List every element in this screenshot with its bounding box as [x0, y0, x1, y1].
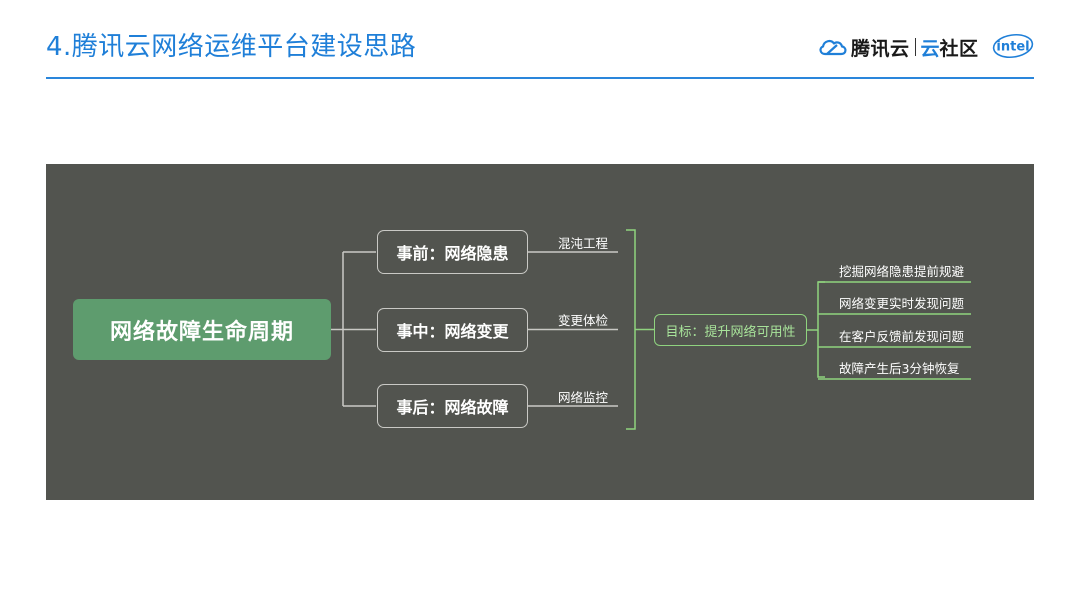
brand-cloud-mark: 云: [920, 37, 940, 60]
outcome-item-3: 在客户反馈前发现问题: [839, 329, 965, 344]
stage-node-before: 事前：网络隐患: [377, 230, 528, 274]
lifecycle-diagram: 网络故障生命周期 事前：网络隐患 事中：网络变更 事后：网络故障 混沌工程 变更…: [46, 164, 1034, 500]
root-node: 网络故障生命周期: [73, 299, 331, 360]
intel-logo-text: intel: [996, 40, 1029, 55]
tencent-cloud-community-logo: 腾讯云 云 社区: [818, 32, 979, 62]
header-divider: [46, 77, 1034, 79]
page-title: 4.腾讯云网络运维平台建设思路: [46, 32, 417, 62]
goal-node: 目标：提升网络可用性: [654, 314, 807, 346]
outcomes-bracket: [817, 281, 825, 378]
outcome-item-2: 网络变更实时发现问题: [839, 296, 965, 311]
stage-tag-chaos-engineering: 混沌工程: [558, 236, 609, 251]
stage-tag-change-check: 变更体检: [558, 313, 609, 328]
tencent-cloud-logo-icon: [819, 39, 847, 56]
outcome-item-1: 挖掘网络隐患提前规避: [839, 264, 965, 279]
intel-logo-icon: intel: [992, 33, 1034, 59]
brand-separator: [914, 38, 916, 56]
stage-tag-network-monitoring: 网络监控: [558, 390, 609, 405]
stage-node-after: 事后：网络故障: [377, 384, 528, 428]
outcome-item-4: 故障产生后3分钟恢复: [839, 361, 960, 376]
brand-community: 社区: [939, 37, 979, 60]
tags-bracket: [626, 229, 636, 430]
diagram-connectors: [331, 229, 971, 430]
brand-name: 腾讯云: [851, 37, 910, 60]
intel-logo: intel: [992, 32, 1034, 64]
stage-node-during: 事中：网络变更: [377, 308, 528, 352]
